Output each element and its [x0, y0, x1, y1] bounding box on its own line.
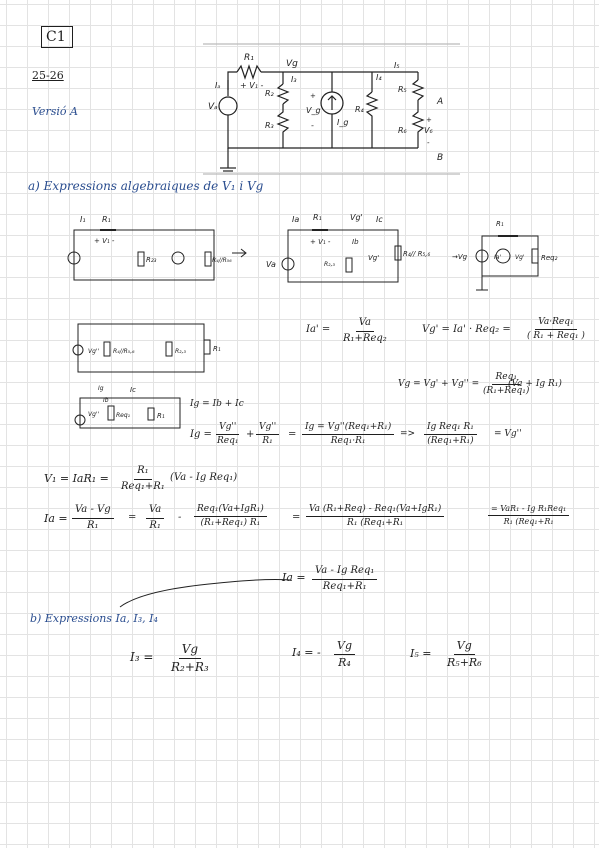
eq-v1-lhs: V₁ = IaR₁ =	[44, 472, 109, 485]
svg-text:Vg': Vg'	[368, 254, 379, 262]
eq-i3-lhs: I₃ =	[130, 650, 154, 664]
label-v1: + V₁ -	[240, 81, 263, 90]
section-b-title: b) Expressions Ia, I₃, I₄	[30, 612, 158, 625]
label-v6-minus: -	[427, 139, 430, 147]
eq-vg-sum-lhs: Vg = Vg' + Vg'' =	[398, 379, 480, 389]
svg-text:R₄//R₅₆: R₄//R₅₆	[212, 257, 232, 264]
label-i3: I₃	[291, 75, 297, 84]
svg-text:Va: Va	[266, 260, 276, 269]
eq-vg-sum-rhs: (Va + Ig R₁)	[508, 379, 562, 389]
eq-ig-equals: =	[288, 429, 297, 440]
label-r3: R₃	[265, 121, 274, 130]
svg-text:R₄// R₅,₆: R₄// R₅,₆	[403, 250, 431, 258]
eq-vg-sum-frac: Req₁(R₁+Req₁)	[483, 372, 530, 397]
eq-ia-eq: =	[128, 512, 137, 523]
svg-text:R₄//R₅,₆: R₄//R₅,₆	[113, 348, 135, 355]
label-r1: R₁	[244, 53, 254, 63]
label-i4: I₄	[376, 73, 382, 82]
svg-text:Ig: Ig	[98, 385, 104, 392]
svg-text:Vg': Vg'	[350, 213, 363, 222]
svg-text:Vg': Vg'	[515, 254, 525, 261]
svg-text:R₂₃: R₂₃	[146, 256, 157, 264]
exam-version: Versió A	[32, 105, 78, 118]
label-i5: I₅	[394, 61, 400, 70]
eq-ig-frac4: Ig Req₁ R₁(Req₁+R₁)	[424, 422, 477, 447]
eq-ia-frac4: Va (R₁+Req) - Req₁(Va+IgR₁)R₁ (Req₁+R₁	[306, 504, 445, 529]
eq-ia-frac3: Req₁(Va+IgR₁)(R₁+Req₁) R₁	[194, 504, 267, 529]
eq-ig-frac1: Vg''Req₁	[216, 422, 240, 447]
svg-text:Vg'': Vg''	[88, 411, 100, 418]
eq-vg-prime-lhs: Vg' = Ia' · Req₂ =	[422, 324, 511, 335]
section-a-title: a) Expressions algebraiques de V₁ i Vg	[28, 179, 264, 193]
svg-text:R₂,₃: R₂,₃	[175, 348, 186, 355]
label-vg: Vg	[286, 59, 298, 69]
eq-ia-minus: -	[178, 512, 182, 523]
eq-ig-lhs: Ig =	[190, 429, 212, 440]
svg-text:R₂,₃: R₂,₃	[324, 261, 335, 268]
eq-ia-eq2: =	[292, 512, 301, 523]
eq-ig-sum: Ig = Ib + Ic	[190, 399, 244, 409]
label-r4: R₄	[355, 105, 365, 114]
svg-text:Ib: Ib	[103, 397, 109, 404]
eq-vg-prime-frac: Va·Req₁( R₁ + Req₁ )	[527, 317, 585, 342]
svg-text:R₁: R₁	[496, 220, 504, 228]
svg-text:Ic: Ic	[376, 215, 383, 224]
course-year: 25-26	[32, 69, 64, 82]
label-ig: I_g	[337, 118, 348, 127]
svg-text:R₁: R₁	[213, 345, 221, 353]
svg-text:+ V₁ -: + V₁ -	[94, 237, 115, 245]
label-node-b: B	[437, 153, 443, 163]
eq-ig-implies: =>	[400, 429, 416, 439]
label-vg-minus: -	[311, 121, 314, 130]
eq-ig-frac3: Ig = Vg''(Req₁+R₁)Req₁·R₁	[302, 422, 395, 447]
svg-text:R₁: R₁	[313, 213, 322, 222]
svg-text:R₁: R₁	[157, 412, 165, 420]
label-v6: V₆	[424, 126, 433, 135]
label-va: Vₐ	[208, 102, 218, 112]
page-title: C1	[46, 29, 66, 45]
eq-i4-lhs: I₄ = -	[292, 646, 321, 659]
eq-ig-rhs: = Vg''	[494, 429, 522, 439]
svg-text:Req₁: Req₁	[116, 412, 131, 419]
title-box	[41, 26, 73, 48]
svg-text:+ V₁ -: + V₁ -	[310, 238, 331, 246]
label-r5: R₅	[398, 85, 407, 94]
svg-text:Req₂: Req₂	[541, 254, 558, 262]
label-r6: R₆	[398, 126, 408, 135]
svg-text:Ia': Ia'	[494, 254, 501, 261]
label-vg-src: V_g	[306, 106, 321, 115]
eq-v1-rhs: (Va - Ig Req₁)	[170, 472, 238, 483]
svg-text:Ic: Ic	[130, 386, 136, 394]
label-v6-plus: +	[426, 116, 432, 124]
eq-ia-lhs: Ia =	[44, 512, 68, 525]
label-ia: Iₐ	[215, 81, 221, 90]
svg-text:→Vg: →Vg	[452, 253, 468, 261]
eq-i5-lhs: I₅ =	[410, 647, 432, 660]
eq-ig-plus: +	[246, 429, 255, 440]
eq-ia-prime-lhs: Ia' =	[306, 324, 331, 335]
svg-text:I₁: I₁	[80, 215, 86, 224]
eq-ig-frac2: Vg''R₁	[256, 422, 280, 447]
label-r2: R₂	[265, 89, 275, 98]
label-node-a: A	[436, 97, 443, 107]
svg-text:Ib: Ib	[352, 238, 359, 246]
svg-text:Vg'': Vg''	[88, 348, 100, 355]
eq-ia-final-lhs: Ia =	[282, 571, 306, 584]
svg-text:Ia: Ia	[292, 215, 299, 224]
svg-text:R₁: R₁	[102, 215, 111, 224]
label-vg-plus: +	[310, 92, 316, 100]
